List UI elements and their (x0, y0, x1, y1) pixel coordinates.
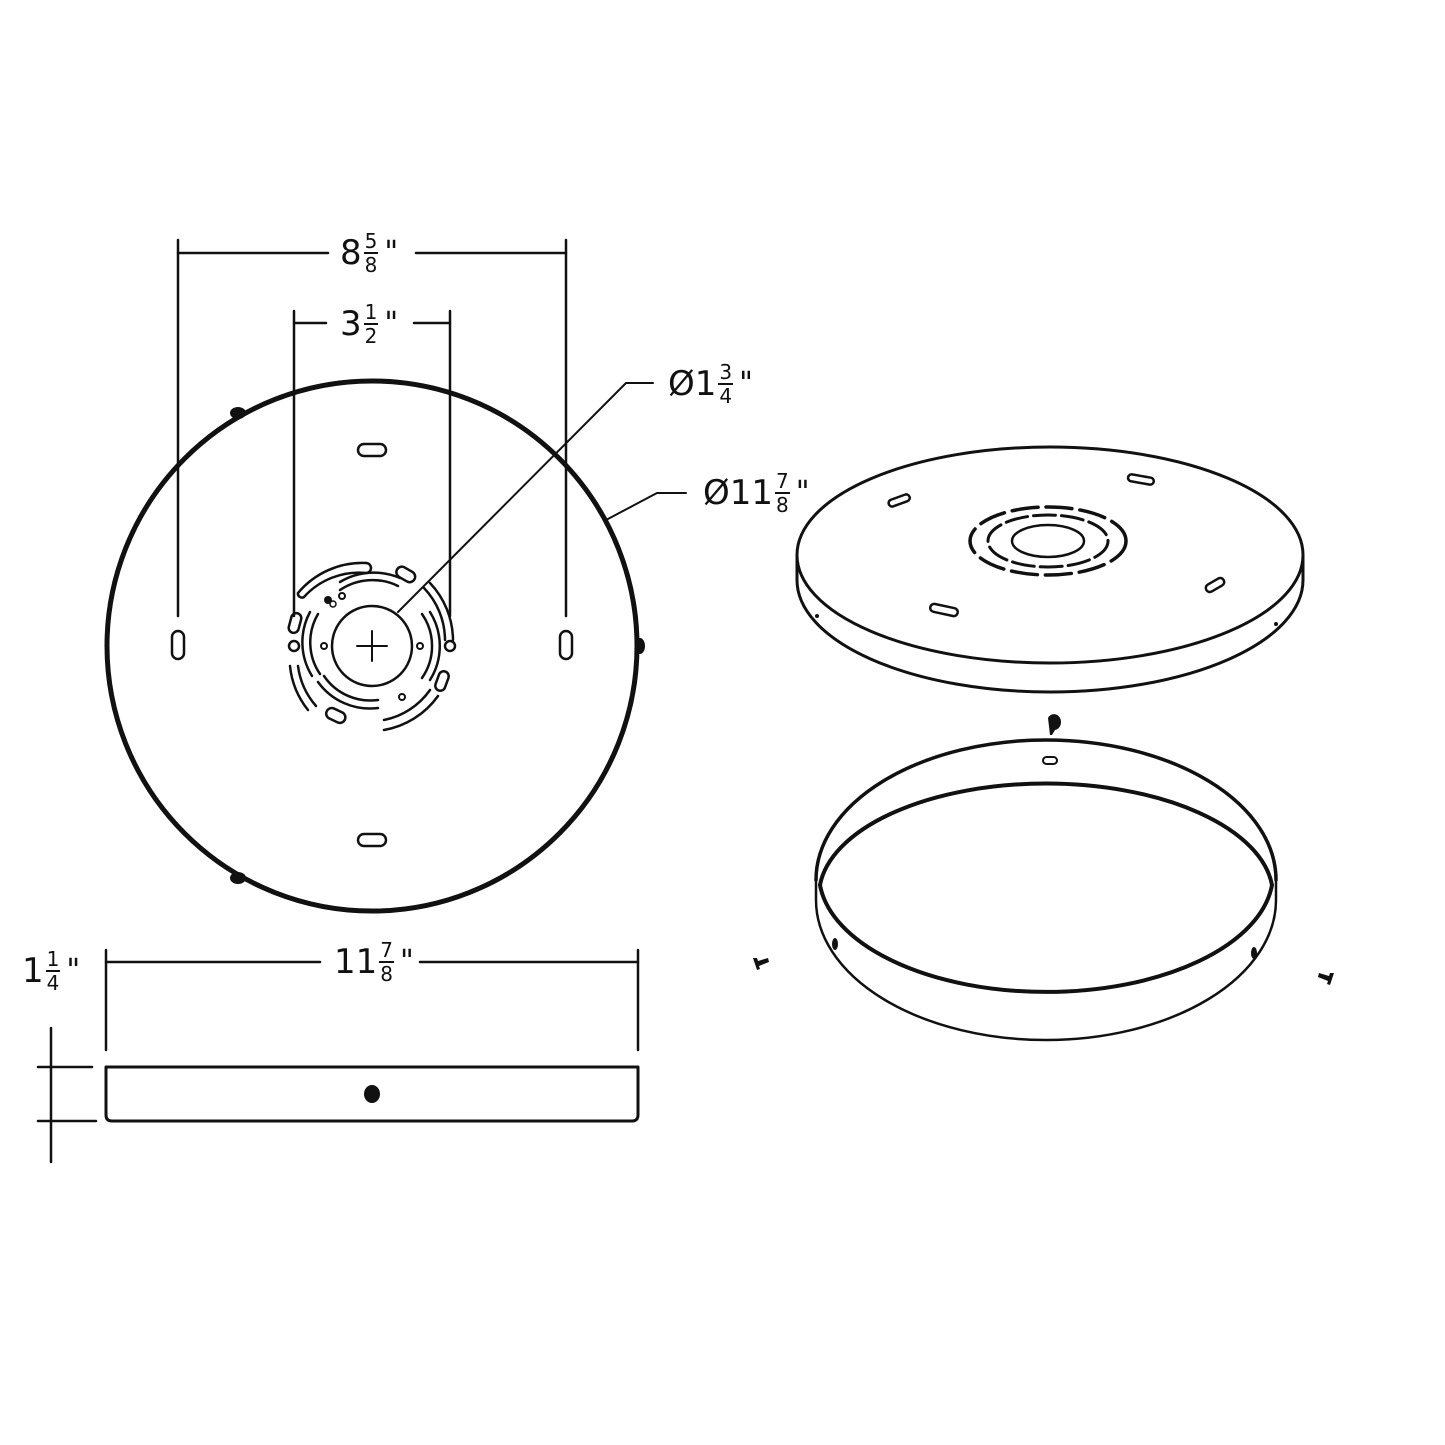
dim-unit: " (66, 953, 81, 988)
ring-screw-hole (832, 938, 838, 950)
dim-numerator: 1 (45, 947, 61, 972)
top-view (104, 238, 687, 914)
side-dimension-lines (36, 948, 640, 1164)
screw-hole (443, 639, 457, 653)
crossbar-slot (324, 706, 347, 725)
dim-whole: 11 (334, 942, 378, 982)
dim-denominator: 8 (776, 493, 789, 517)
mounting-slot (356, 442, 388, 458)
dim-whole: 3 (340, 304, 362, 344)
ring-slot (1042, 756, 1058, 765)
screw-hole (320, 642, 328, 650)
canopy-side-profile (104, 1065, 640, 1123)
mounting-slot (558, 629, 574, 661)
screw-icon (753, 958, 769, 970)
dim-denominator: 4 (719, 384, 733, 408)
dim-denominator: 2 (364, 324, 378, 348)
dim-unit: " (739, 366, 753, 401)
crossbar-slots (986, 513, 1110, 569)
mounting-slot (1126, 473, 1156, 486)
set-screw-icon (635, 638, 645, 654)
set-screw-hole (815, 614, 819, 618)
set-screw-icon (230, 872, 246, 884)
screw-icon (1318, 973, 1334, 985)
mounting-slot (170, 629, 186, 661)
dim-numerator: 7 (775, 469, 790, 494)
mounting-slot (356, 832, 388, 848)
screws (753, 714, 1334, 985)
center-mark (356, 630, 388, 662)
dim-unit: " (384, 306, 399, 341)
dim-whole: 11 (729, 473, 774, 513)
dim-numerator: 3 (718, 360, 734, 385)
dim-denominator: 8 (380, 962, 393, 986)
isometric-ring (814, 738, 1278, 1042)
set-screw-icon (364, 1085, 380, 1103)
isometric-canopy (795, 445, 1305, 694)
set-screw-icon (230, 407, 246, 419)
dim-denominator: 4 (46, 971, 60, 995)
screw-hole (338, 592, 346, 600)
dim-unit: " (795, 475, 810, 510)
dim-unit: " (384, 235, 399, 270)
screw-icon (1048, 714, 1062, 735)
diameter-symbol: Ø (703, 473, 730, 513)
side-view (36, 948, 640, 1164)
dimension-lines (176, 238, 687, 618)
center-hole (330, 604, 414, 688)
screw-hole (416, 642, 424, 650)
crossbar-slot (287, 611, 303, 635)
dim-numerator: 1 (363, 300, 379, 325)
crossbar-slot (434, 670, 450, 692)
crossbar-slots (288, 561, 455, 732)
screw-hole (287, 639, 301, 653)
dim-numerator: 7 (379, 938, 394, 963)
dim-unit: " (400, 944, 414, 979)
mounting-slot (928, 602, 960, 618)
mounting-slot (1204, 576, 1226, 594)
set-screw-hole (1274, 622, 1278, 626)
dim-whole: 1 (694, 364, 717, 404)
screw-hole (398, 693, 406, 701)
crossbar-slot (395, 565, 417, 584)
mounting-slot (887, 493, 911, 508)
ground-screw-icon (329, 600, 337, 608)
dim-denominator: 8 (364, 253, 378, 277)
crossbar-slots (968, 505, 1128, 577)
ring-screw-hole (1251, 947, 1257, 959)
dim-numerator: 5 (363, 229, 379, 254)
diameter-symbol: Ø (668, 364, 695, 404)
dim-whole: 1 (22, 951, 44, 991)
center-hole (1010, 523, 1086, 559)
dim-whole: 8 (340, 233, 362, 273)
